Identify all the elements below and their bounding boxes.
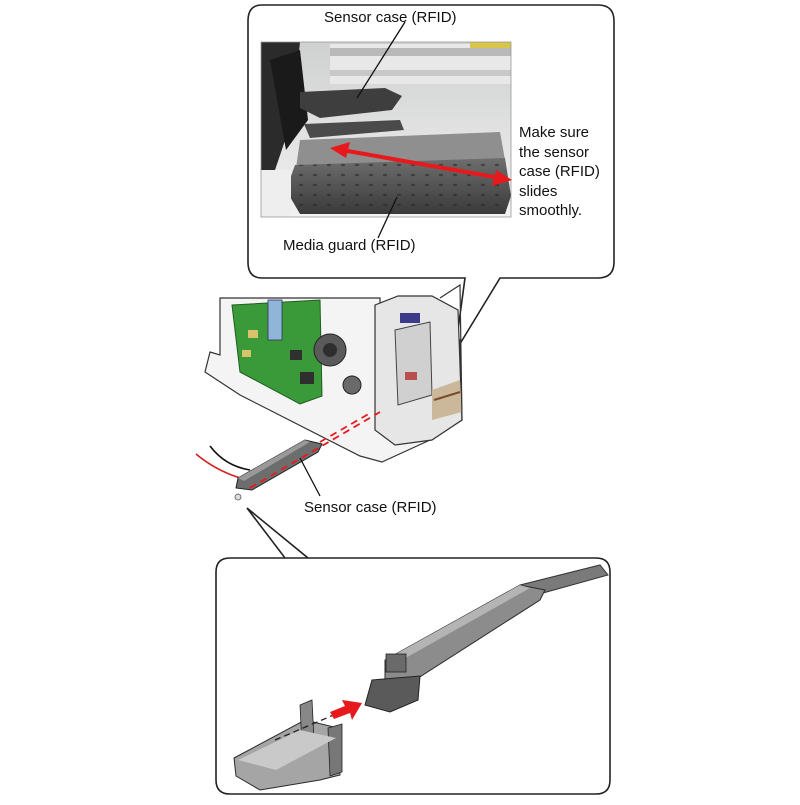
insert-path-red <box>249 411 381 489</box>
cable-black <box>209 445 251 471</box>
label-sensor-case-main: Sensor case (RFID) <box>304 499 437 516</box>
label-media-guard: Media guard (RFID) <box>283 237 416 254</box>
photo-inset <box>260 41 512 218</box>
printer-drawing <box>195 283 463 501</box>
insert-arrow-icon <box>330 700 362 720</box>
double-headed-arrow-icon <box>330 142 512 186</box>
pcb-board <box>231 299 323 405</box>
main-sensor-case <box>235 439 323 491</box>
detail-view <box>233 564 609 791</box>
label-sensor-case-top: Sensor case (RFID) <box>324 9 457 26</box>
photo-sensor-case <box>300 88 402 118</box>
leader-mid-sensor <box>299 457 321 497</box>
leader-media-guard <box>377 196 398 239</box>
leader-top-sensor <box>356 21 406 99</box>
instruction-note: Make sure the sensor case (RFID) slides … <box>519 124 600 219</box>
